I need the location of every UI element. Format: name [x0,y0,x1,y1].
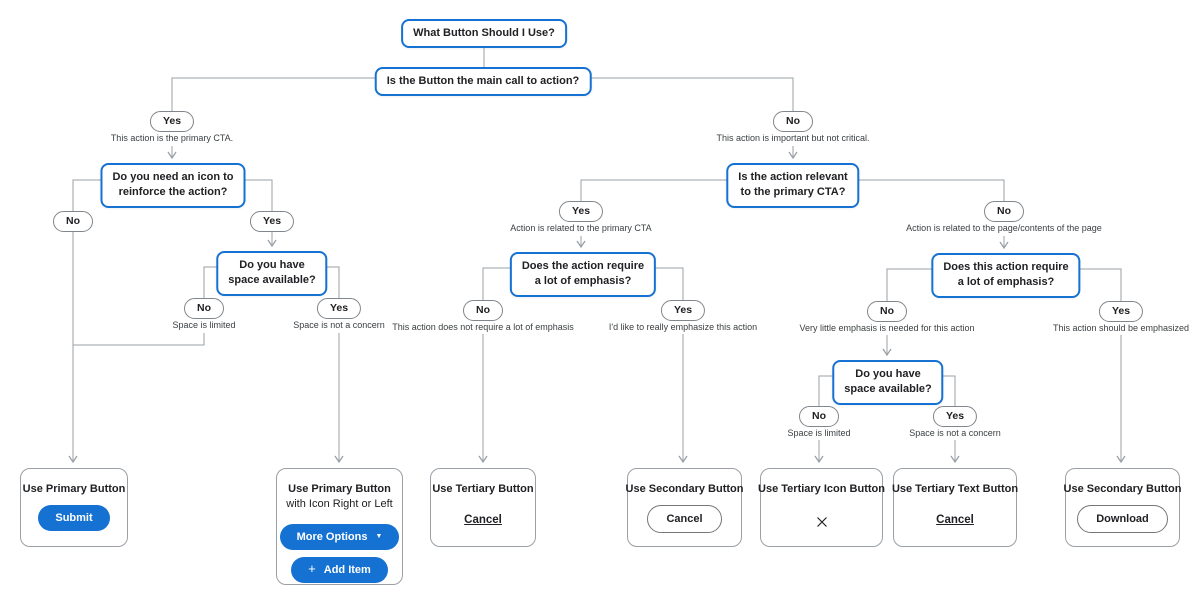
node-question-space-available-1: Do you have space available? [216,251,328,296]
result-title: Use Tertiary Text Button [891,483,1019,495]
node-root-question: What Button Should I Use? [401,19,567,49]
result-card-primary: Use Primary Button Submit [20,468,128,547]
close-icon [816,516,827,527]
more-options-label: More Options [296,530,368,543]
branch-caption-relevant-no: Action is related to the page/contents o… [906,223,1102,233]
cancel-button-secondary[interactable]: Cancel [647,504,722,533]
branch-emph2-yes: Yes [1098,301,1144,322]
add-item-button[interactable]: + Add Item [291,556,388,583]
branch-caption-emph1-no: This action does not require a lot of em… [392,322,574,332]
result-title: Use Secondary Button [625,483,744,495]
branch-relevant-no: No [984,201,1024,222]
cancel-link-tertiary-text[interactable]: Cancel [936,513,974,526]
result-card-tertiary-icon: Use Tertiary Icon Button [758,468,885,547]
download-button[interactable]: Download [1077,504,1168,533]
branch-main-no: No [773,111,813,132]
submit-button[interactable]: Submit [38,504,110,531]
result-subtitle: with Icon Right or Left [286,497,393,510]
node-question-main-cta: Is the Button the main call to action? [374,67,592,97]
result-card-primary-with-icon: Use Primary Button with Icon Right or Le… [276,468,403,585]
node-question-space-available-2: Do you have space available? [832,360,944,405]
branch-space2-no: No [799,406,839,427]
branch-caption-space1-yes: Space is not a concern [293,320,385,330]
branch-caption-space2-no: Space is limited [787,428,851,438]
caret-down-icon: ▼ [375,533,383,541]
branch-caption-relevant-yes: Action is related to the primary CTA [510,223,652,233]
branch-emph2-no: No [867,301,907,322]
result-title: Use Tertiary Icon Button [758,483,885,495]
result-title: Use Primary Button [22,483,126,495]
branch-emph1-no: No [463,300,503,321]
node-question-need-icon: Do you need an icon to reinforce the act… [100,163,246,208]
branch-caption-space1-no: Space is limited [172,320,236,330]
branch-caption-emph2-yes: This action should be emphasized [1052,323,1190,333]
more-options-button[interactable]: More Options ▼ [279,523,400,550]
node-question-action-relevant: Is the action relevant to the primary CT… [726,163,860,208]
result-title: Use Primary Button [288,483,391,495]
branch-space1-no: No [184,298,224,319]
branch-relevant-yes: Yes [558,201,604,222]
branch-caption-main-yes: This action is the primary CTA. [110,133,234,143]
branch-space2-yes: Yes [932,406,978,427]
close-icon-button[interactable] [813,513,831,531]
branch-caption-space2-yes: Space is not a concern [909,428,1001,438]
result-card-secondary-cancel: Use Secondary Button Cancel [625,468,744,547]
result-title: Use Tertiary Button [432,483,534,495]
result-card-secondary-download: Use Secondary Button Download [1063,468,1182,547]
branch-caption-emph2-no: Very little emphasis is needed for this … [799,323,975,333]
branch-caption-emph1-yes: I'd like to really emphasize this action [608,322,758,332]
branch-space1-yes: Yes [316,298,362,319]
add-item-label: Add Item [323,563,371,576]
branch-emph1-yes: Yes [660,300,706,321]
branch-icon-yes: Yes [249,211,295,232]
branch-icon-no: No [53,211,93,232]
result-title: Use Secondary Button [1063,483,1182,495]
branch-main-yes: Yes [149,111,195,132]
result-card-tertiary-text: Use Tertiary Text Button Cancel [891,468,1019,547]
result-card-tertiary: Use Tertiary Button Cancel [430,468,536,547]
branch-caption-main-no: This action is important but not critica… [716,133,870,143]
node-question-emphasis-1: Does the action require a lot of emphasi… [509,252,657,297]
node-question-emphasis-2: Does this action require a lot of emphas… [931,253,1081,298]
cancel-link-tertiary[interactable]: Cancel [464,513,502,526]
